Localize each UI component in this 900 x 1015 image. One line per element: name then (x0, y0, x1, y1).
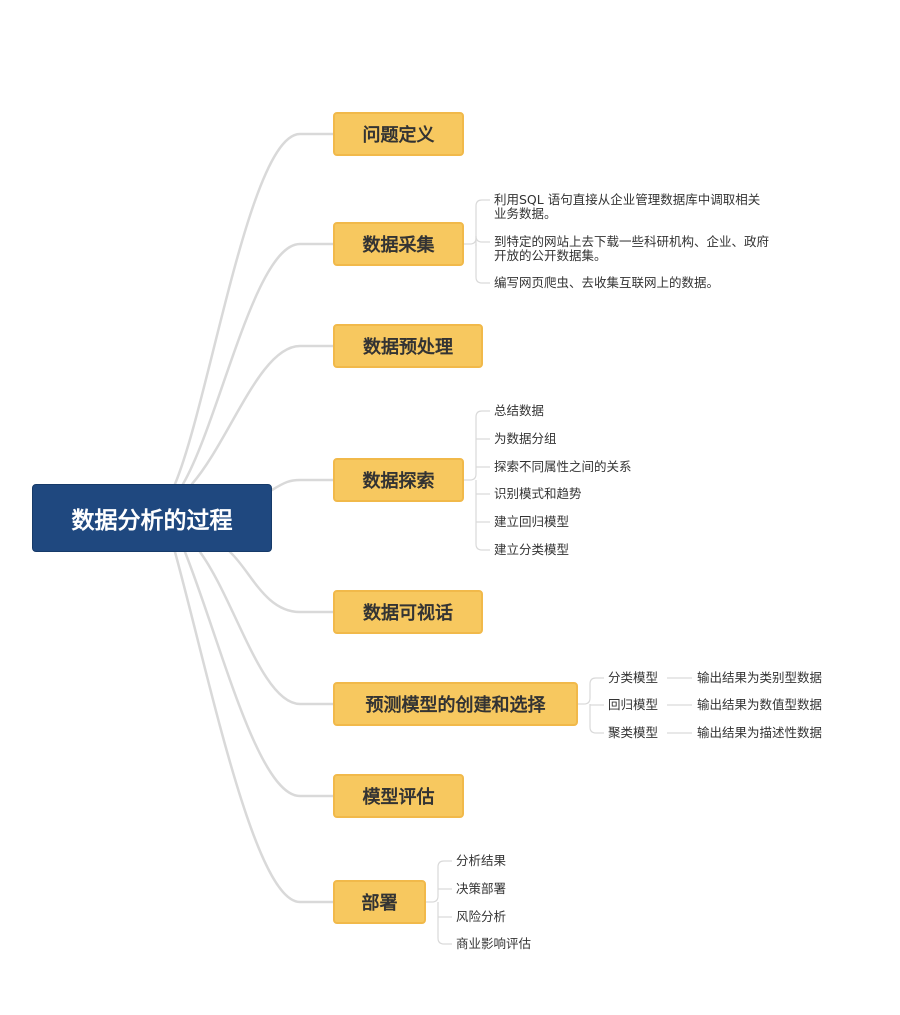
collect-item-2-line-2[interactable]: 开放的公开数据集。 (494, 248, 607, 263)
root-node[interactable]: 数据分析的过程 (32, 484, 272, 552)
node-data-visualization[interactable]: 数据可视话 (333, 590, 483, 634)
node-data-exploration[interactable]: 数据探索 (333, 458, 464, 502)
connector-collect-2 (475, 244, 490, 284)
connector-collect-1 (475, 235, 490, 246)
node-predictive-modeling[interactable]: 预测模型的创建和选择 (333, 682, 578, 726)
deploy-item-4[interactable]: 商业影响评估 (456, 936, 532, 951)
node-model-evaluation[interactable]: 模型评估 (333, 774, 464, 818)
explore-item-5[interactable]: 建立回归模型 (494, 514, 570, 529)
node-deployment[interactable]: 部署 (333, 880, 426, 924)
connector-root-4 (228, 550, 335, 614)
connector-root-2 (190, 344, 335, 486)
connector-predict-2 (589, 704, 604, 734)
connector-root-1 (181, 242, 335, 486)
connector-root-7 (173, 550, 335, 904)
explore-item-6[interactable]: 建立分类模型 (494, 542, 570, 557)
connector-root-6 (183, 550, 335, 798)
model-classification[interactable]: 分类模型 (608, 670, 659, 685)
model-clustering[interactable]: 聚类模型 (608, 725, 659, 740)
connector-root-5 (198, 550, 335, 706)
explore-item-3[interactable]: 探索不同属性之间的关系 (494, 459, 632, 474)
model-clustering-output[interactable]: 输出结果为描述性数据 (697, 725, 823, 740)
connector-explore-5 (475, 480, 490, 551)
deploy-item-2[interactable]: 决策部署 (456, 881, 507, 896)
connector-deploy-0 (426, 860, 452, 903)
explore-item-4[interactable]: 识别模式和趋势 (494, 486, 582, 501)
model-regression[interactable]: 回归模型 (608, 697, 659, 712)
deploy-item-3[interactable]: 风险分析 (456, 909, 507, 924)
collect-item-1-line-2[interactable]: 业务数据。 (494, 206, 557, 221)
connector-deploy-3 (437, 902, 452, 945)
connector-explore-0 (464, 410, 490, 481)
explore-item-1[interactable]: 总结数据 (494, 403, 545, 418)
connector-root-3 (270, 478, 335, 492)
node-data-preprocessing[interactable]: 数据预处理 (333, 324, 483, 368)
node-problem-definition[interactable]: 问题定义 (333, 112, 464, 156)
deploy-item-1[interactable]: 分析结果 (456, 853, 507, 868)
collect-item-1-line-1[interactable]: 利用SQL 语句直接从企业管理数据库中调取相关 (494, 192, 761, 207)
connector-root-0 (173, 132, 335, 486)
collect-item-2-line-1[interactable]: 到特定的网站上去下载一些科研机构、企业、政府 (494, 234, 770, 249)
explore-item-2[interactable]: 为数据分组 (494, 431, 557, 446)
collect-item-3[interactable]: 编写网页爬虫、去收集互联网上的数据。 (494, 275, 720, 290)
node-data-collection[interactable]: 数据采集 (333, 222, 464, 266)
connector-collect-0 (464, 199, 490, 245)
connector-predict-0 (578, 677, 604, 705)
model-regression-output[interactable]: 输出结果为数值型数据 (697, 697, 823, 712)
model-classification-output[interactable]: 输出结果为类别型数据 (697, 670, 823, 685)
